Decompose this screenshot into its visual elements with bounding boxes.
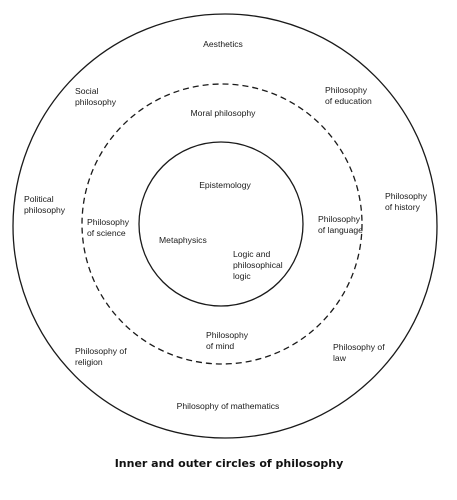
outer-circle — [12, 13, 438, 439]
label-logic: Logic and philosophical logic — [233, 249, 285, 281]
inner-circle — [138, 141, 304, 307]
middle-dashed-circle — [81, 83, 363, 365]
label-aesthetics: Aesthetics — [203, 39, 243, 49]
label-metaphysics: Metaphysics — [159, 235, 207, 245]
label-moral-philosophy: Moral philosophy — [191, 108, 257, 118]
diagram-caption: Inner and outer circles of philosophy — [115, 457, 344, 470]
label-political-philosophy: Political philosophy — [24, 194, 66, 215]
label-philosophy-of-law: Philosophy of law — [333, 342, 387, 363]
label-philosophy-of-language: Philosophy of language — [318, 214, 363, 235]
label-philosophy-of-mind: Philosophy of mind — [206, 330, 250, 351]
label-philosophy-of-mathematics: Philosophy of mathematics — [177, 401, 280, 411]
label-philosophy-of-religion: Philosophy of religion — [75, 346, 129, 367]
label-philosophy-of-history: Philosophy of history — [385, 191, 429, 212]
label-philosophy-of-education: Philosophy of education — [325, 85, 372, 106]
label-social-philosophy: Social philosophy — [75, 86, 117, 107]
label-philosophy-of-science: Philosophy of science — [87, 217, 131, 238]
label-epistemology: Epistemology — [199, 180, 251, 190]
